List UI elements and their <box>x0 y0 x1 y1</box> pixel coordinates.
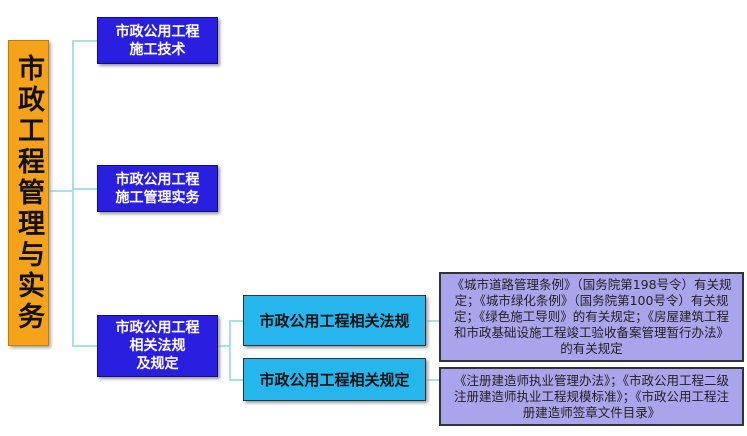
connector <box>72 40 74 346</box>
connector <box>72 188 97 190</box>
node-related-rules: 市政公用工程相关规定 <box>243 358 426 401</box>
connector <box>229 379 243 381</box>
detail-related-laws: 《城市道路管理条例》（国务院第198号令）有关规定；《城市绿化条例》（国务院第1… <box>439 272 744 362</box>
connector <box>229 320 243 322</box>
root-node: 市政工程管理与实务 <box>8 40 49 346</box>
node-construction-management: 市政公用工程 施工管理实务 <box>97 165 218 212</box>
node-related-laws: 市政公用工程相关法规 <box>243 295 426 346</box>
connector <box>218 345 230 347</box>
node-laws-regulations: 市政公用工程 相关法规 及规定 <box>97 315 218 377</box>
connector <box>229 320 231 380</box>
connector <box>426 320 439 322</box>
connector <box>72 40 97 42</box>
connector <box>49 190 73 192</box>
node-construction-technology: 市政公用工程 施工技术 <box>97 17 218 64</box>
connector <box>426 379 439 381</box>
connector <box>72 345 97 347</box>
detail-related-rules: 《注册建造师执业管理办法》；《市政公用工程二级注册建造师执业工程规模标准》；《市… <box>439 367 744 426</box>
